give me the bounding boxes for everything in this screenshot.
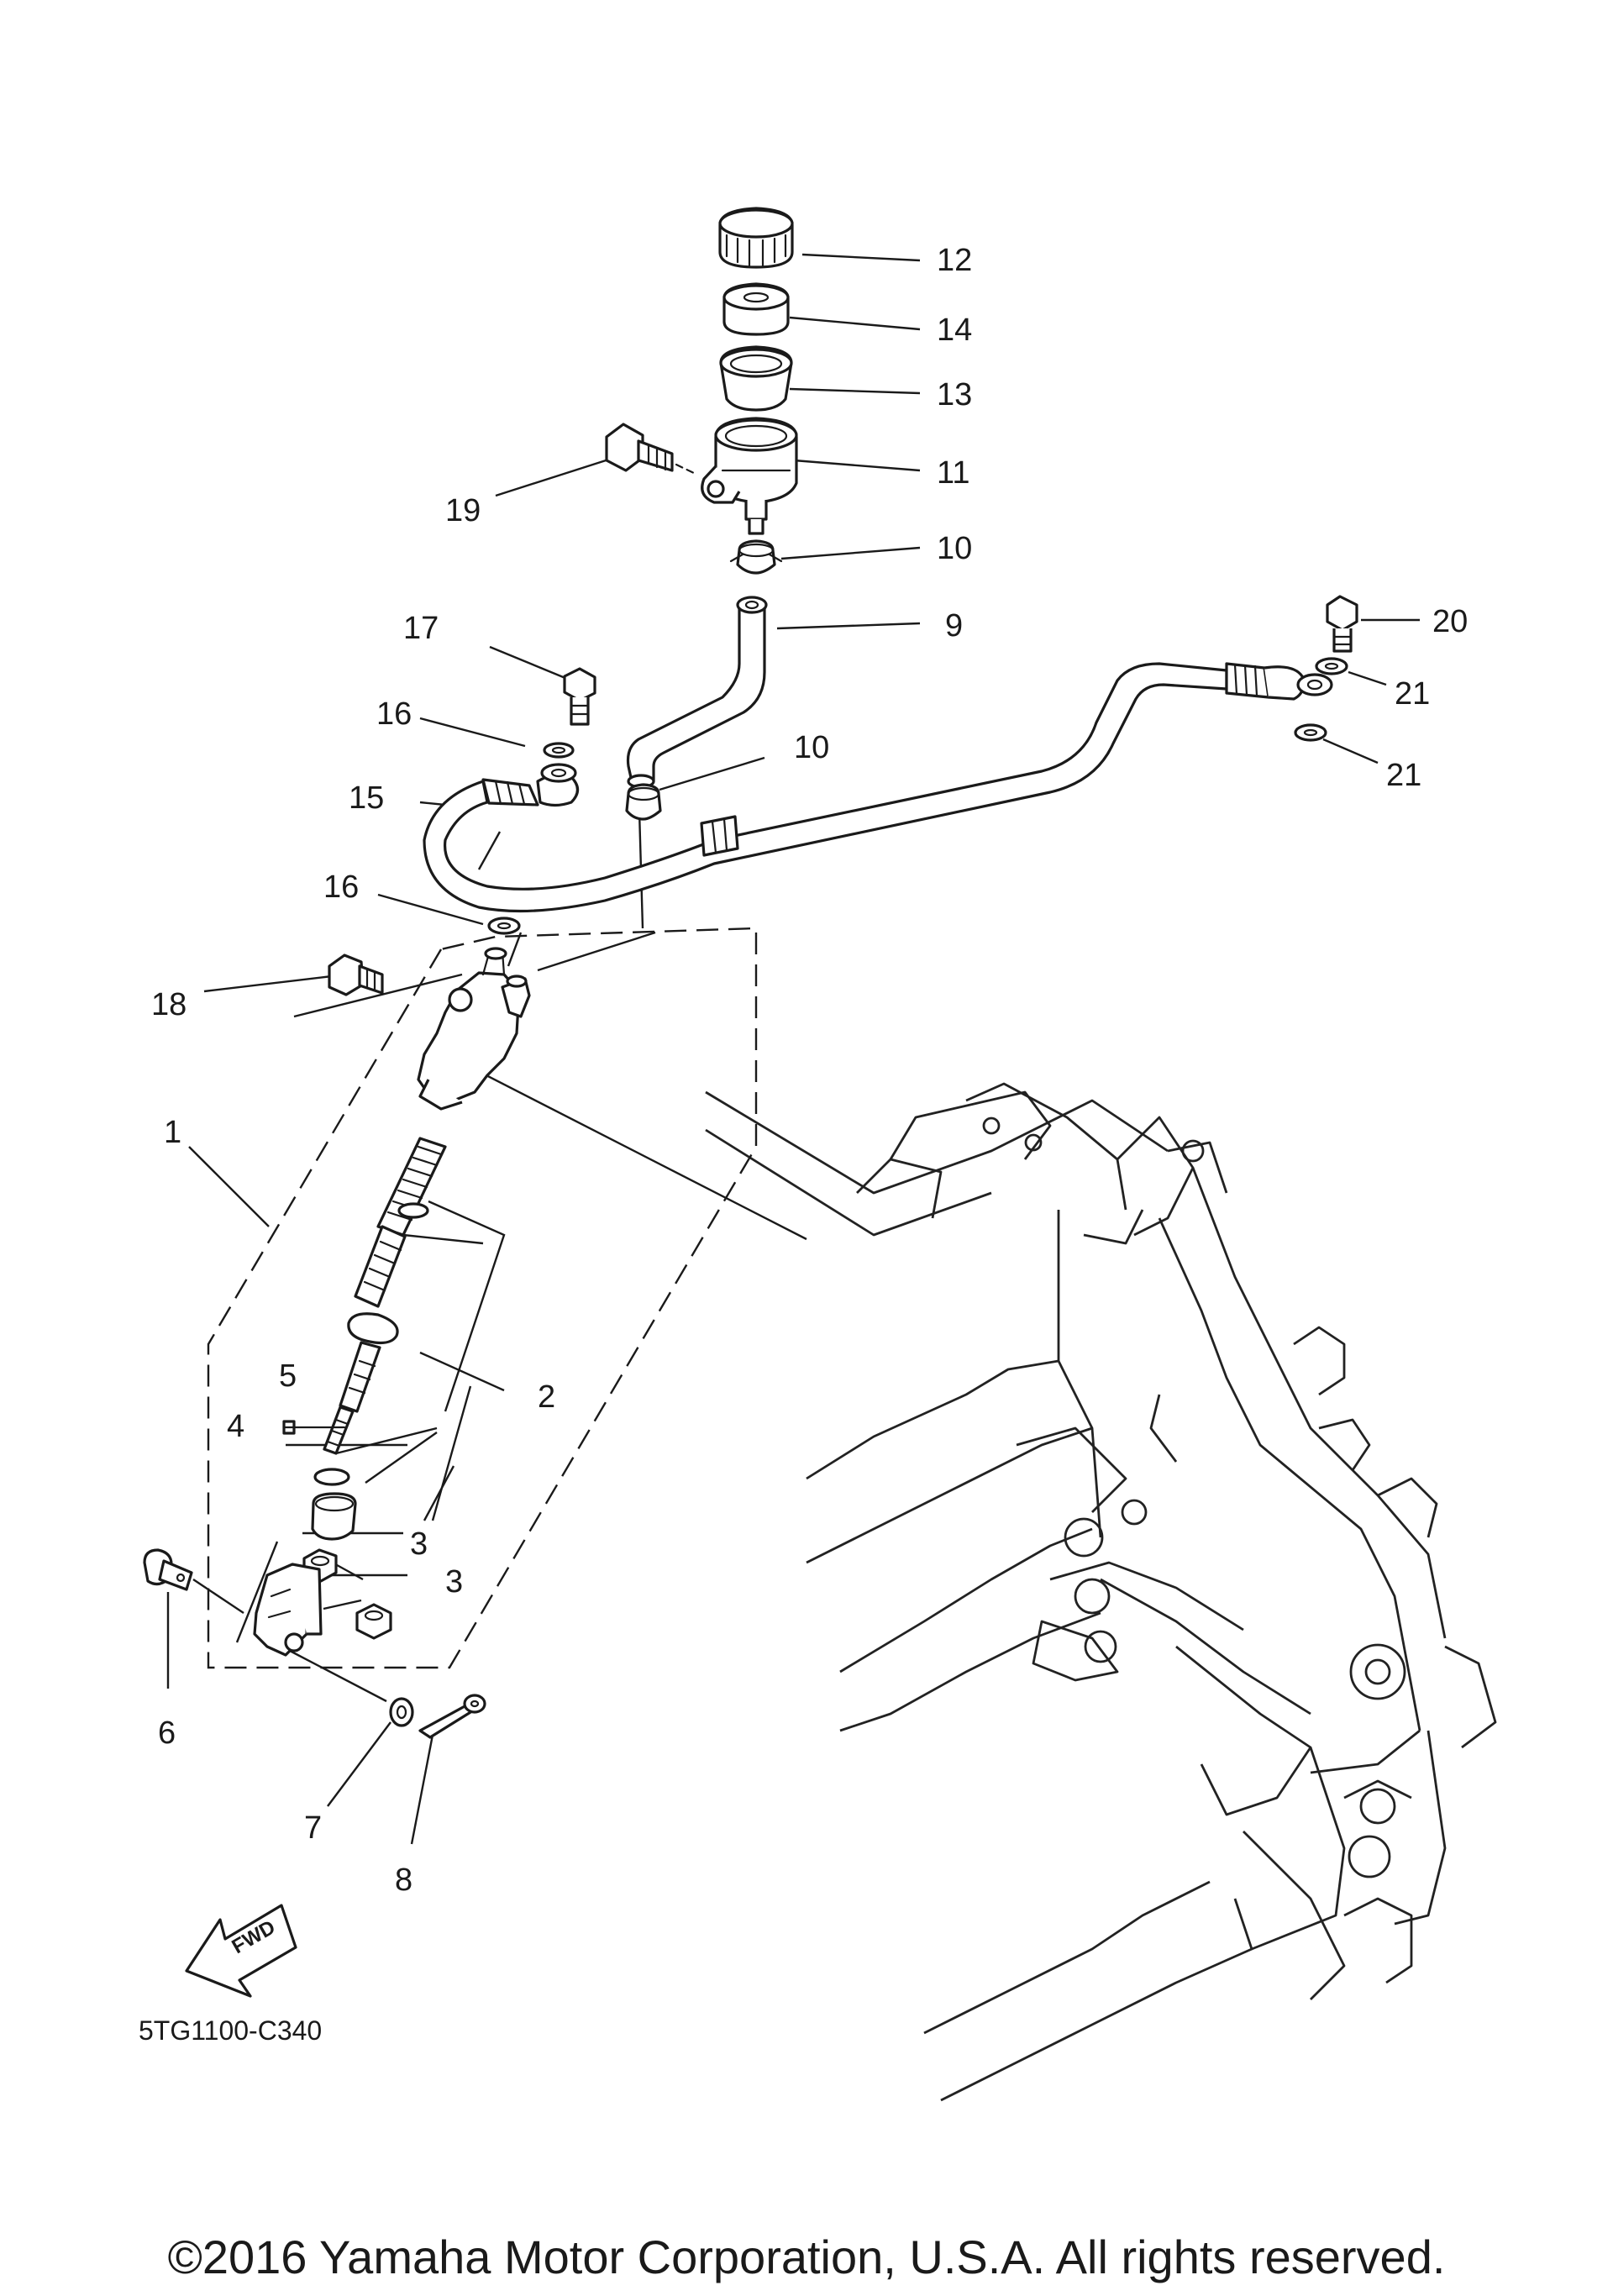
callout-21-upper: 21 (1395, 676, 1430, 712)
callout-1: 1 (164, 1115, 181, 1150)
callout-6: 6 (158, 1715, 176, 1751)
callout-labels: 12 14 13 11 19 10 9 20 21 21 17 16 10 15… (151, 243, 1468, 1898)
part-code: 5TG1100-C340 (139, 2015, 322, 2046)
clevis-part (253, 1563, 323, 1657)
union-bolt-part (563, 667, 596, 726)
callout-16-lower: 16 (323, 870, 359, 905)
callout-4: 4 (227, 1409, 244, 1444)
callout-21-lower: 21 (1386, 758, 1421, 793)
mounting-bolt-part (328, 954, 384, 996)
master-cylinder-body-part (417, 947, 531, 1111)
master-cylinder-assembly-outline (207, 927, 758, 1669)
nut-lower-part (355, 1603, 392, 1640)
callout-7: 7 (304, 1810, 322, 1846)
pin-part (282, 1420, 346, 1435)
leader-lines (166, 253, 1420, 1845)
callout-13: 13 (937, 377, 972, 412)
gasket-21-lower-part (1294, 723, 1327, 742)
callout-20: 20 (1432, 604, 1468, 639)
callout-19: 19 (445, 493, 481, 528)
hose-clip-upper-part (729, 539, 783, 575)
callout-8: 8 (395, 1863, 412, 1898)
diaphragm-part (719, 345, 793, 412)
hose-clip-lower-part (625, 783, 662, 821)
clevis-pin-part (143, 1548, 193, 1591)
piston-kit-part (311, 1137, 447, 1541)
diaphragm-plate-part (722, 282, 790, 336)
callout-16-upper: 16 (376, 696, 412, 732)
callout-12: 12 (937, 243, 972, 278)
washer-part (389, 1697, 414, 1727)
callout-10-upper: 10 (937, 531, 972, 566)
callout-9: 9 (945, 608, 963, 644)
reservoir-tank-part (701, 417, 798, 535)
callout-3-upper: 3 (410, 1526, 428, 1562)
callout-15: 15 (349, 780, 384, 816)
hose-union-bolt-part (1326, 595, 1358, 653)
reservoir-bolt-part (605, 423, 699, 476)
callout-5: 5 (279, 1358, 297, 1394)
frame-illustration (705, 1082, 1497, 2102)
callout-3-lower: 3 (445, 1564, 463, 1600)
gasket-lower-part (487, 917, 521, 935)
gasket-upper-part (543, 742, 575, 759)
copyright-footer: ©2016 Yamaha Motor Corporation, U.S.A. A… (167, 2230, 1446, 2283)
callout-11: 11 (937, 455, 969, 491)
callout-18: 18 (151, 987, 187, 1022)
reservoir-hose-part (626, 596, 768, 789)
reservoir-cap-part (718, 207, 794, 269)
callout-14: 14 (937, 313, 972, 348)
forward-direction-icon: FWD (185, 1904, 297, 1998)
brake-hose-part (423, 662, 1333, 913)
gasket-21-upper-part (1315, 657, 1348, 675)
callout-17: 17 (403, 611, 439, 646)
cotter-pin-part (418, 1694, 486, 1739)
callout-2: 2 (538, 1379, 555, 1415)
callout-10-lower: 10 (794, 730, 829, 765)
